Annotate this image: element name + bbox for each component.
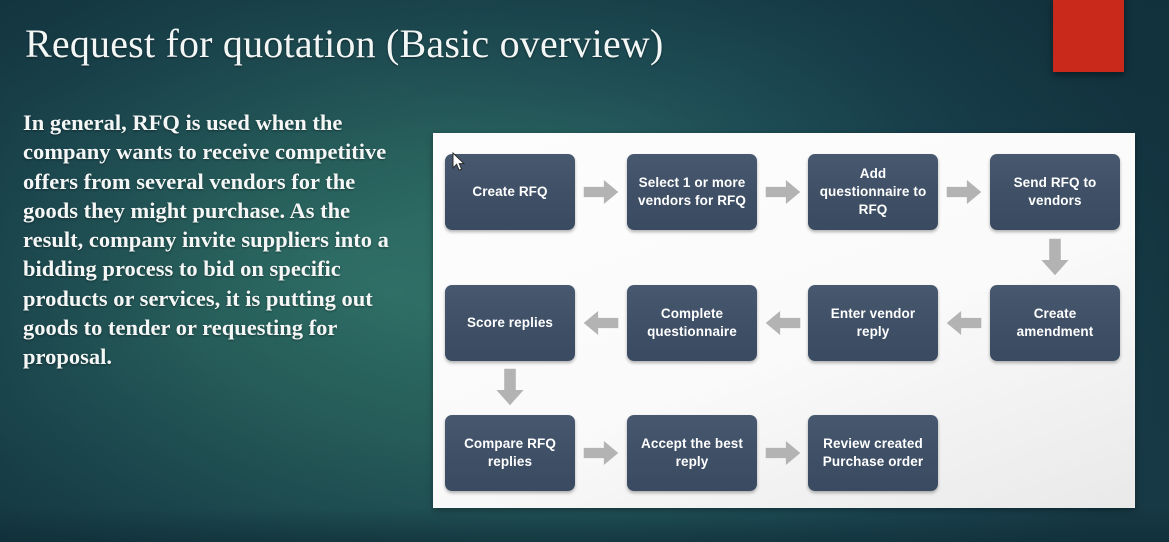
- flow-box-complete-questionnaire[interactable]: Complete questionnaire: [627, 285, 757, 361]
- arrow-right-create-to-select-icon: [583, 177, 619, 207]
- flow-box-add-questionnaire-to-rfq[interactable]: Add questionnaire to RFQ: [808, 154, 938, 230]
- arrow-left-complete-to-score-icon: [583, 308, 619, 338]
- accent-block-red: [1053, 0, 1124, 72]
- flow-box-select-1-or-more-vendors-for-rfq[interactable]: Select 1 or more vendors for RFQ: [627, 154, 757, 230]
- arrow-right-compare-to-accept-icon: [583, 438, 619, 468]
- arrow-right-select-to-add-icon: [765, 177, 801, 207]
- arrow-left-enter-to-complete-icon: [765, 308, 801, 338]
- flow-box-send-rfq-to-vendors[interactable]: Send RFQ to vendors: [990, 154, 1120, 230]
- flow-box-compare-rfq-replies[interactable]: Compare RFQ replies: [445, 415, 575, 491]
- arrow-right-accept-to-review-icon: [765, 438, 801, 468]
- flow-box-enter-vendor-reply[interactable]: Enter vendor reply: [808, 285, 938, 361]
- arrow-left-amendment-to-enter-icon: [946, 308, 982, 338]
- slide-bottom-shading: [0, 508, 1169, 542]
- flow-box-create-rfq[interactable]: Create RFQ: [445, 154, 575, 230]
- page-title: Request for quotation (Basic overview): [25, 21, 664, 66]
- flow-box-score-replies[interactable]: Score replies: [445, 285, 575, 361]
- flow-box-accept-the-best-reply[interactable]: Accept the best reply: [627, 415, 757, 491]
- slide-body-text: In general, RFQ is used when the company…: [23, 110, 389, 369]
- flow-box-review-created-purchase-order[interactable]: Review created Purchase order: [808, 415, 938, 491]
- process-flow-diagram: Create RFQ Select 1 or more vendors for R…: [433, 133, 1135, 508]
- arrow-down-send-to-create-amendment-icon: [1038, 238, 1072, 276]
- flow-box-create-amendment[interactable]: Create amendment: [990, 285, 1120, 361]
- arrow-down-score-to-compare-icon: [493, 368, 527, 406]
- arrow-right-add-to-send-icon: [946, 177, 982, 207]
